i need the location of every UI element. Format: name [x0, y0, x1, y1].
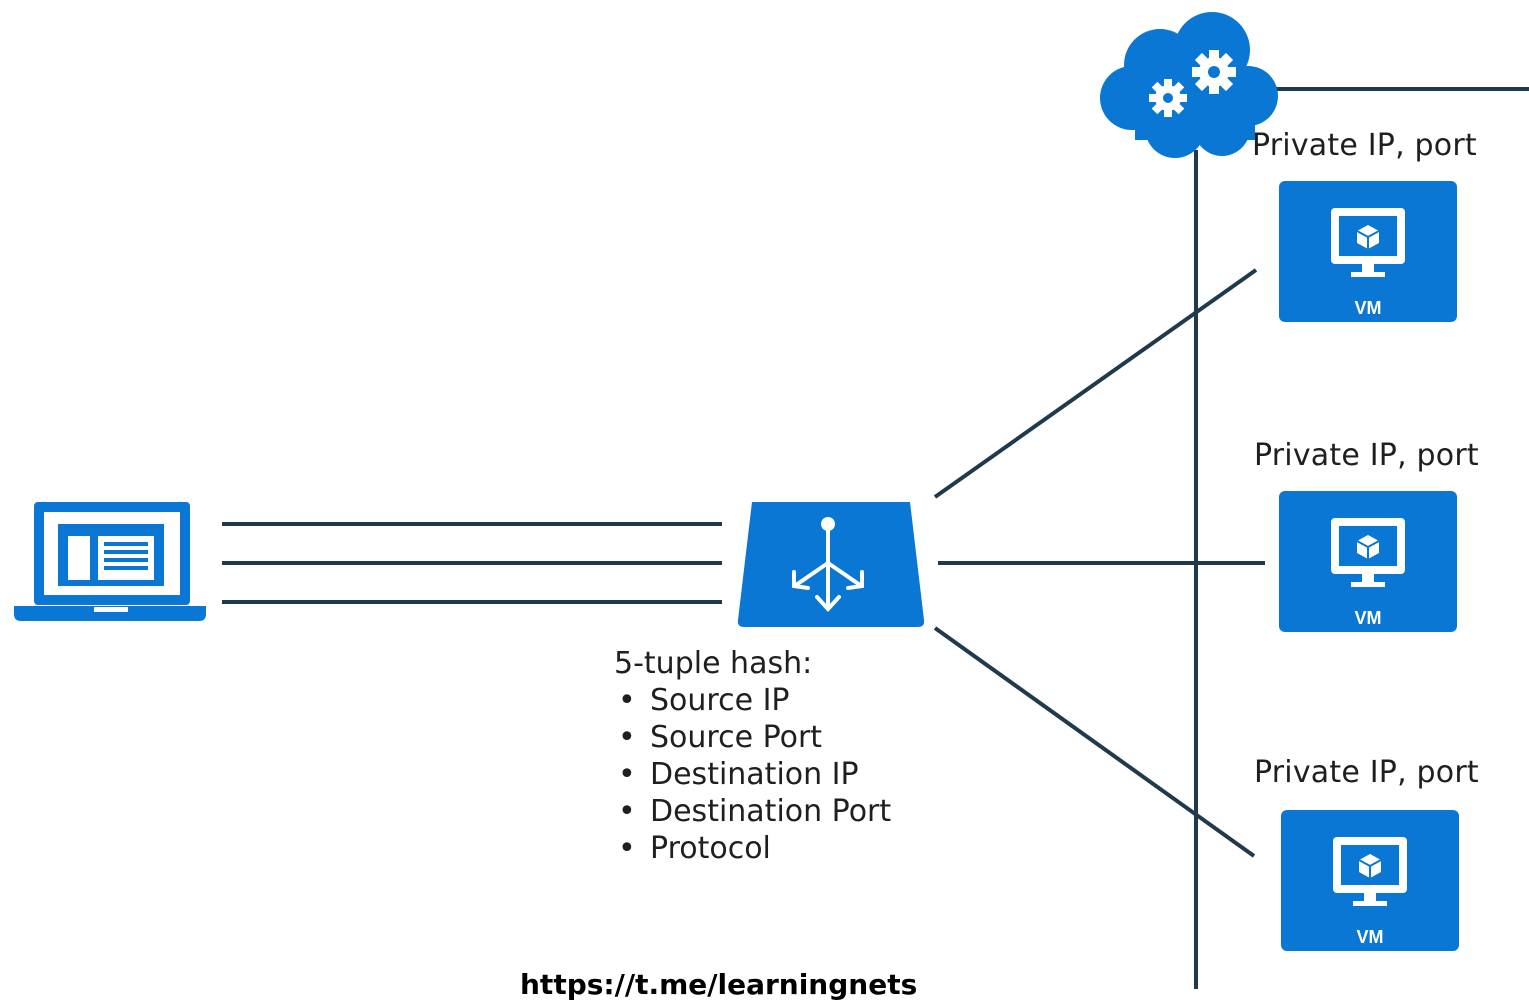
hash-field-item: Destination IP [614, 756, 891, 793]
vm-tile: VM [1279, 491, 1457, 632]
virtual-machine-icon [1331, 518, 1405, 587]
hash-field-list: Source IP Source Port Destination IP Des… [614, 682, 891, 867]
vm-address-label: Private IP, port [1252, 128, 1477, 163]
hash-field-label: Destination IP [650, 757, 859, 792]
virtual-machine-icon [1333, 837, 1407, 906]
hash-field-label: Destination Port [650, 794, 892, 829]
backend-connections [933, 268, 1265, 858]
load-balancer-icon [737, 502, 925, 627]
vm-badge-text: VM [1355, 608, 1382, 628]
hash-field-item: Destination Port [614, 793, 891, 830]
vm-address-label: Private IP, port [1254, 755, 1479, 790]
hash-field-label: Protocol [650, 831, 771, 866]
vm-address-label: Private IP, port [1254, 438, 1479, 473]
cloud-services-icon [1100, 12, 1278, 158]
watermark-url: https://t.me/learningnets [520, 968, 918, 1001]
hash-field-item: Source IP [614, 682, 891, 719]
vm-badge-text: VM [1357, 927, 1384, 947]
hash-field-label: Source IP [650, 683, 790, 718]
hash-field-item: Protocol [614, 830, 891, 867]
backend-line [933, 268, 1258, 499]
vm-tile: VM [1279, 181, 1457, 322]
hash-title: 5-tuple hash: [614, 646, 813, 681]
cloud-boundary [1194, 87, 1529, 989]
laptop-icon [14, 502, 206, 621]
hash-field-label: Source Port [650, 720, 823, 755]
backend-line [933, 626, 1256, 858]
client-connections [222, 522, 722, 604]
vm-tile: VM [1281, 810, 1459, 951]
vm-badge-text: VM [1355, 298, 1382, 318]
virtual-machine-icon [1331, 208, 1405, 277]
hash-field-item: Source Port [614, 719, 891, 756]
